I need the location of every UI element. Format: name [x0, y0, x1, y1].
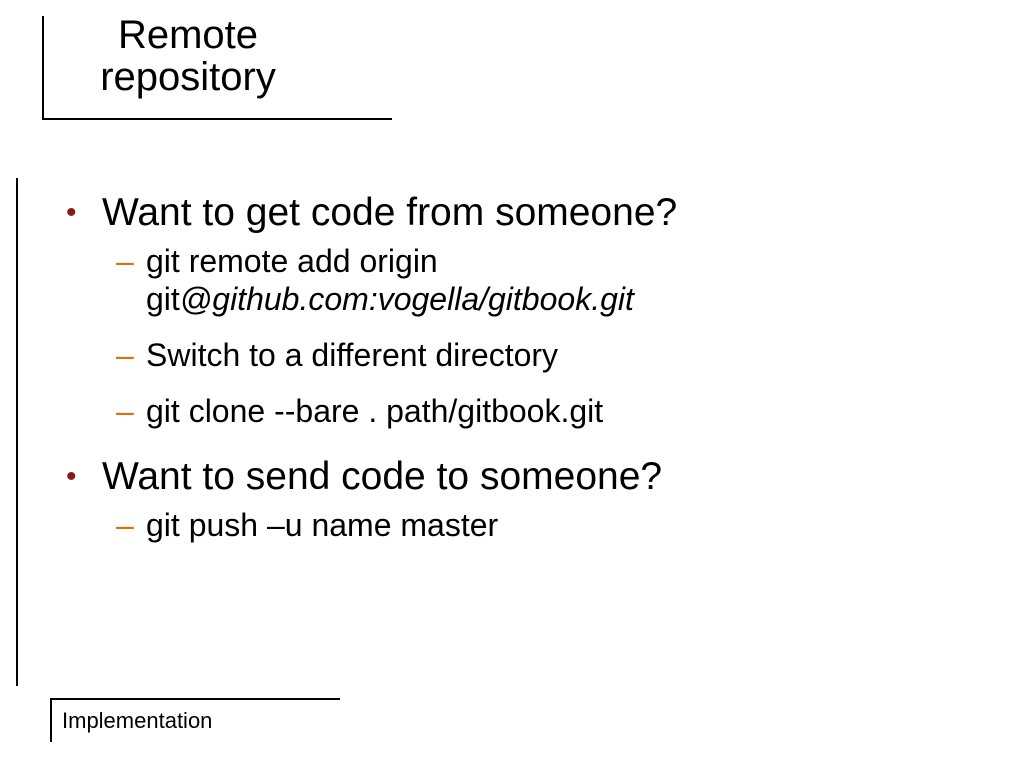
sub-bullet-clone-bare: – git clone --bare . path/gitbook.git [60, 392, 990, 430]
sub-bullet-marker: – [116, 243, 134, 279]
slide-title: Remote repository [60, 14, 316, 98]
title-left-rule [42, 16, 44, 118]
sub-bullet-remote-add: – git remote add origin git@github.com:v… [60, 242, 990, 318]
bullet-marker: • [66, 460, 77, 493]
bullet-list: • Want to get code from someone? – git r… [60, 188, 990, 562]
sub-bullet-push: – git push –u name master [60, 506, 990, 544]
content-left-rule [16, 178, 18, 686]
bullet-marker: • [66, 196, 77, 229]
sub-bullet-marker: – [116, 507, 134, 543]
sub-bullet-switch-directory: – Switch to a different directory [60, 336, 990, 374]
bullet-item-send-code: • Want to send code to someone? [60, 452, 990, 502]
footer-top-rule [50, 698, 340, 700]
sub-bullet-marker: – [116, 337, 134, 373]
footer-left-rule [50, 698, 52, 742]
sub-bullet-text-line-1: git remote add origin [146, 243, 438, 279]
sub-bullet-text: git clone --bare . path/gitbook.git [146, 393, 604, 429]
sub-bullet-text-line-2: git@github.com:vogella/gitbook.git [146, 280, 990, 318]
sub-bullet-text-prefix: git [146, 281, 180, 317]
bullet-item-get-code: • Want to get code from someone? [60, 188, 990, 238]
slide-title-line-2: repository [100, 55, 276, 99]
title-bottom-rule [42, 118, 392, 120]
slide-title-line-1: Remote [117, 13, 259, 57]
bullet-text: Want to send code to someone? [102, 455, 663, 498]
sub-bullet-text: git push –u name master [146, 507, 499, 543]
sub-bullet-text: Switch to a different directory [146, 337, 559, 373]
sub-bullet-marker: – [116, 393, 134, 429]
sub-bullet-text-italic: @github.com:vogella/gitbook.git [179, 281, 634, 317]
bullet-text: Want to get code from someone? [102, 191, 678, 234]
footer-label: Implementation [62, 708, 213, 733]
